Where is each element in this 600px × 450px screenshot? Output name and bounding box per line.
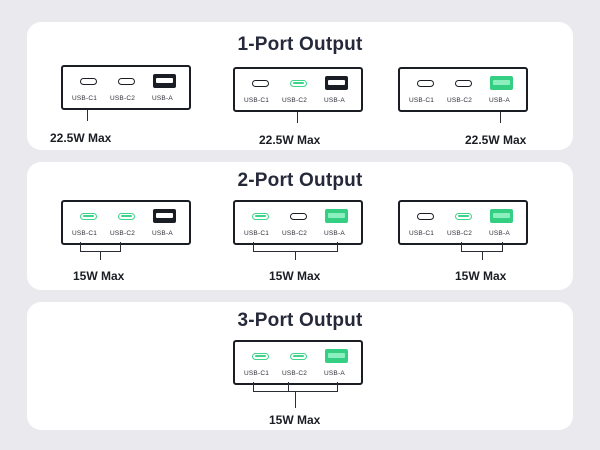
connector-line (100, 252, 101, 260)
usb-c2-port (290, 353, 307, 360)
port-label: USB-A (324, 230, 345, 237)
port-label: USB-C1 (72, 95, 98, 102)
connector-line (482, 252, 483, 260)
usb-c1-port (252, 80, 269, 87)
port-label: USB-A (324, 370, 345, 377)
power-bank-card-c1-c2: USB-C1 USB-C2 USB-A (61, 200, 191, 245)
wattage-label: 22.5W Max (259, 133, 321, 147)
power-bank-card-a: USB-C1 USB-C2 USB-A (398, 67, 528, 112)
usb-c1-port (252, 353, 269, 360)
port-label: USB-C2 (447, 230, 473, 237)
usb-c2-port (118, 213, 135, 220)
wattage-label: 15W Max (269, 269, 321, 283)
connector-bracket (253, 242, 338, 252)
port-label: USB-C1 (244, 370, 270, 377)
usb-c2-port (455, 80, 472, 87)
usb-a-port (490, 209, 513, 223)
port-label: USB-C2 (110, 230, 136, 237)
power-bank-card-all-ports: USB-C1 USB-C2 USB-A (233, 340, 363, 385)
wattage-label: 22.5W Max (50, 131, 112, 145)
wattage-label: 15W Max (73, 269, 125, 283)
connector-line (295, 252, 296, 260)
port-label: USB-A (152, 230, 173, 237)
section-3-port-output: 3-Port Output USB-C1 USB-C2 USB-A 15W Ma… (27, 302, 573, 430)
section-2-port-output: 2-Port Output USB-C1 USB-C2 USB-A 15W Ma… (27, 162, 573, 290)
power-bank-card-c1: USB-C1 USB-C2 USB-A (61, 65, 191, 110)
usb-c2-port (455, 213, 472, 220)
section-title: 3-Port Output (237, 310, 363, 331)
connector-line (288, 382, 289, 392)
port-label: USB-C2 (282, 230, 308, 237)
usb-a-port (490, 76, 513, 90)
port-label: USB-C2 (110, 95, 136, 102)
wattage-label: 15W Max (455, 269, 507, 283)
section-title: 2-Port Output (237, 170, 363, 191)
connector-bracket (461, 242, 503, 252)
usb-c2-port (118, 78, 135, 85)
usb-a-port (325, 209, 348, 223)
connector-line (500, 112, 501, 123)
port-label: USB-A (324, 97, 345, 104)
power-bank-card-c2: USB-C1 USB-C2 USB-A (233, 67, 363, 112)
port-label: USB-C1 (409, 97, 435, 104)
connector-line (87, 110, 88, 121)
usb-c2-port (290, 213, 307, 220)
port-label: USB-C1 (244, 97, 270, 104)
port-label: USB-C1 (409, 230, 435, 237)
usb-a-port (325, 76, 348, 90)
port-label: USB-C1 (72, 230, 98, 237)
usb-c2-port (290, 80, 307, 87)
connector-line (297, 112, 298, 123)
usb-c1-port (417, 213, 434, 220)
usb-a-port (325, 349, 348, 363)
usb-c1-port (80, 78, 97, 85)
usb-c1-port (417, 80, 434, 87)
wattage-label: 22.5W Max (465, 133, 527, 147)
usb-c1-port (80, 213, 97, 220)
port-label: USB-A (489, 97, 510, 104)
usb-a-port (153, 74, 176, 88)
wattage-label: 15W Max (269, 413, 321, 427)
power-bank-card-c2-a: USB-C1 USB-C2 USB-A (398, 200, 528, 245)
power-bank-card-c1-a: USB-C1 USB-C2 USB-A (233, 200, 363, 245)
section-title: 1-Port Output (237, 34, 363, 55)
port-label: USB-A (489, 230, 510, 237)
usb-a-port (153, 209, 176, 223)
connector-line (295, 392, 296, 408)
section-1-port-output: 1-Port Output USB-C1 USB-C2 USB-A 22.5W … (27, 22, 573, 150)
port-label: USB-A (152, 95, 173, 102)
port-label: USB-C2 (282, 370, 308, 377)
usb-c1-port (252, 213, 269, 220)
port-label: USB-C2 (447, 97, 473, 104)
port-label: USB-C1 (244, 230, 270, 237)
port-label: USB-C2 (282, 97, 308, 104)
connector-bracket (80, 242, 121, 252)
connector-bracket (253, 382, 338, 392)
